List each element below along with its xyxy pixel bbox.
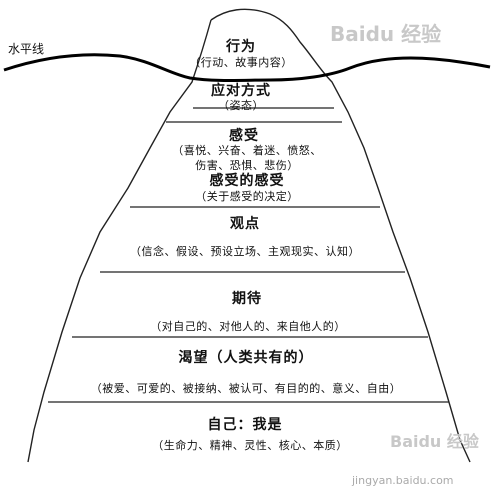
- watermark-url: jingyan.baidu.com: [352, 474, 454, 487]
- layer-feelings-about-feelings-title: 感受的感受: [209, 173, 285, 189]
- layer-coping-subtitle: （姿态）: [218, 99, 264, 112]
- layer-feelings-title: 感受: [229, 128, 259, 144]
- layer-feelings-about-feelings-subtitle: （关于感受的决定）: [195, 190, 299, 203]
- water-line: [3, 53, 491, 82]
- layer-behavior-title: 行为: [226, 39, 256, 55]
- layer-behavior-subtitle: （行动、故事内容）: [189, 56, 293, 69]
- watermark-logo-bottom: Baidu 经验: [390, 432, 479, 451]
- layer-expectations-subtitle: （对自己的、对他人的、来自他人的）: [150, 320, 346, 333]
- iceberg-outline: [27, 8, 471, 463]
- layer-yearnings-subtitle: （被爱、可爱的、被接纳、被认可、有目的的、意义、自由）: [90, 382, 402, 395]
- layer-yearnings-title: 渴望（人类共有的）: [178, 350, 314, 366]
- watermark-logo: Baidu 经验: [330, 22, 442, 46]
- layer-self-subtitle: （生命力、精神、灵性、核心、本质）: [152, 439, 348, 452]
- layer-self-title: 自己：我是: [207, 417, 283, 433]
- layer-coping-title: 应对方式: [211, 83, 271, 99]
- layer-perceptions-title: 观点: [230, 216, 260, 232]
- layer-expectations-title: 期待: [232, 291, 262, 307]
- waterline-label: 水平线: [8, 42, 45, 56]
- layer-perceptions-subtitle: （信念、假设、预设立场、主观现实、认知）: [130, 245, 360, 258]
- layer-feelings-subtitle: （喜悦、兴奋、着迷、愤怒、: [172, 144, 322, 157]
- layer-feelings-subtitle-2: 伤害、恐惧、悲伤）: [195, 159, 299, 172]
